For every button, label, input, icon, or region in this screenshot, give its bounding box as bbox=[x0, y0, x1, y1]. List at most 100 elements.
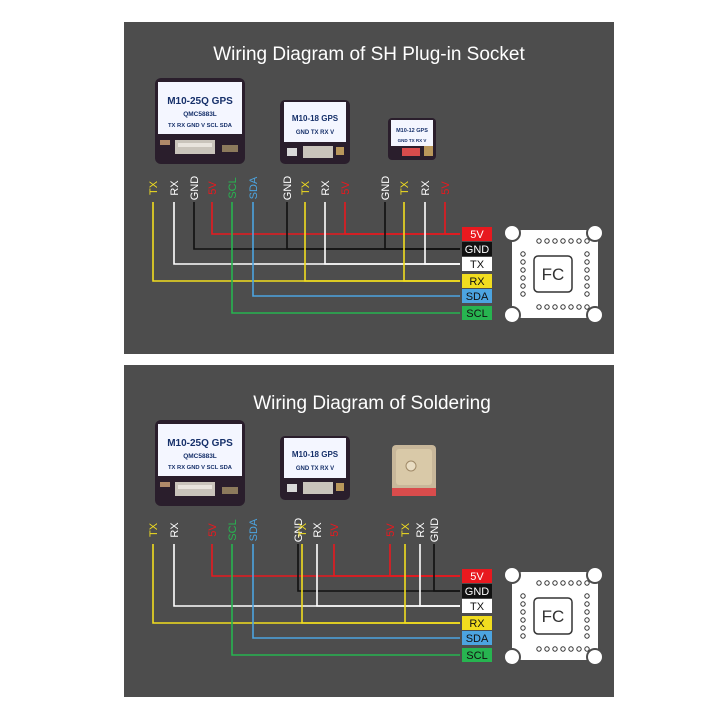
fc-pad bbox=[536, 646, 542, 652]
fc-pad bbox=[520, 601, 526, 607]
gps-module-m10-18: M10-18 GPS GND TX RX V bbox=[280, 436, 350, 500]
panel-soldering: Wiring Diagram of Soldering M10-25Q GPS … bbox=[124, 365, 614, 697]
fc-pad bbox=[544, 238, 550, 244]
gps-module-m10-25q: M10-25Q GPS QMC5883L TX RX GND V SCL SDA bbox=[155, 78, 245, 164]
fc-pin-tag-rx bbox=[462, 274, 492, 288]
fc-label: FC bbox=[542, 265, 565, 284]
wire-label-tx: TX bbox=[300, 180, 312, 195]
fc-mount-hole bbox=[586, 648, 604, 666]
wire-label-scl: SCL bbox=[227, 519, 239, 540]
fc-pin-label: RX bbox=[469, 618, 485, 630]
fc-pad bbox=[544, 646, 550, 652]
fc-pin-label: GND bbox=[465, 586, 490, 598]
fc-pin-label: SDA bbox=[466, 291, 489, 303]
fc-pad bbox=[568, 580, 574, 586]
wire-label-gnd: GND bbox=[380, 176, 392, 201]
fc-pad bbox=[584, 275, 590, 281]
wire-group bbox=[152, 544, 460, 656]
wire-tx bbox=[324, 202, 460, 265]
fc-pin-tag-rx bbox=[462, 616, 492, 630]
fc-pad bbox=[584, 601, 590, 607]
wire-scl bbox=[231, 544, 460, 656]
fc-pad bbox=[584, 633, 590, 639]
fc-pin-tag-tx bbox=[462, 599, 492, 613]
fc-pad bbox=[552, 238, 558, 244]
wire-group bbox=[152, 202, 460, 314]
wire-label-sda: SDA bbox=[248, 176, 260, 199]
fc-chip bbox=[533, 255, 573, 293]
module-name: M10-18 GPS bbox=[292, 114, 339, 123]
fc-pad bbox=[544, 304, 550, 310]
panel-title: Wiring Diagram of Soldering bbox=[253, 393, 491, 414]
fc-mount-hole bbox=[586, 224, 604, 242]
wire-label-rx: RX bbox=[312, 522, 324, 538]
fc-pad bbox=[552, 304, 558, 310]
fc-pad bbox=[584, 580, 590, 586]
wire-5v bbox=[344, 202, 460, 235]
wire-gnd bbox=[433, 544, 460, 592]
wire-scl bbox=[231, 202, 460, 314]
fc-pad bbox=[568, 238, 574, 244]
wire-label-5v: 5V bbox=[329, 523, 341, 537]
wire-tx bbox=[316, 544, 460, 607]
wire-label-5v: 5V bbox=[440, 181, 452, 195]
wire-rx bbox=[403, 202, 460, 282]
fc-pad bbox=[536, 580, 542, 586]
wire-label-5v: 5V bbox=[385, 523, 397, 537]
fc-mount-hole bbox=[503, 224, 521, 242]
fc-mount-hole bbox=[503, 566, 521, 584]
wire-label-tx: TX bbox=[148, 522, 160, 537]
fc-pad bbox=[584, 251, 590, 257]
fc-pad bbox=[584, 283, 590, 289]
wire-5v bbox=[444, 202, 460, 235]
fc-pad bbox=[584, 267, 590, 273]
wire-label-rx: RX bbox=[420, 180, 432, 196]
wire-label-rx: RX bbox=[169, 180, 181, 196]
wire-label-sda: SDA bbox=[248, 518, 260, 541]
flight-controller-board: FC bbox=[503, 224, 604, 324]
wire-label-rx: RX bbox=[415, 522, 427, 538]
fc-pad bbox=[584, 617, 590, 623]
wire-label-rx: RX bbox=[169, 522, 181, 538]
fc-pad bbox=[552, 646, 558, 652]
fc-pad bbox=[568, 304, 574, 310]
wire-label-gnd: GND bbox=[189, 176, 201, 201]
fc-pad bbox=[560, 580, 566, 586]
fc-pad bbox=[520, 633, 526, 639]
fc-pin-tag-scl bbox=[462, 306, 492, 320]
fc-pin-label: SCL bbox=[466, 650, 487, 662]
wire-label-tx: TX bbox=[297, 522, 309, 537]
fc-pad bbox=[520, 275, 526, 281]
wire-sda bbox=[252, 202, 460, 297]
wire-tx bbox=[419, 544, 460, 607]
fc-pad bbox=[560, 238, 566, 244]
gps-module-m10-18: M10-18 GPS GND TX RX V bbox=[280, 100, 350, 164]
wire-label-scl: SCL bbox=[227, 177, 239, 198]
fc-pad bbox=[552, 580, 558, 586]
fc-pin-tag-sda bbox=[462, 631, 492, 645]
fc-pad bbox=[544, 580, 550, 586]
wire-gnd bbox=[384, 202, 460, 250]
wire-label-gnd: GND bbox=[429, 518, 441, 543]
fc-pad bbox=[584, 609, 590, 615]
module-name: M10-12 GPS bbox=[396, 128, 428, 134]
gps-module-m10-25q: M10-25Q GPS QMC5883L TX RX GND V SCL SDA bbox=[155, 420, 245, 506]
fc-pad bbox=[584, 593, 590, 599]
fc-pad bbox=[584, 238, 590, 244]
fc-pad bbox=[576, 580, 582, 586]
fc-pin-label: 5V bbox=[470, 229, 484, 241]
wire-label-gnd: GND bbox=[282, 176, 294, 201]
fc-pin-label: GND bbox=[465, 244, 490, 256]
fc-pin-label: 5V bbox=[470, 571, 484, 583]
fc-pad bbox=[520, 283, 526, 289]
wire-label-tx: TX bbox=[399, 180, 411, 195]
wire-sda bbox=[252, 544, 460, 639]
fc-pad bbox=[520, 259, 526, 265]
fc-pin-label: SCL bbox=[466, 308, 487, 320]
fc-pin-label: SDA bbox=[466, 633, 489, 645]
fc-pad bbox=[536, 238, 542, 244]
fc-pad bbox=[576, 304, 582, 310]
